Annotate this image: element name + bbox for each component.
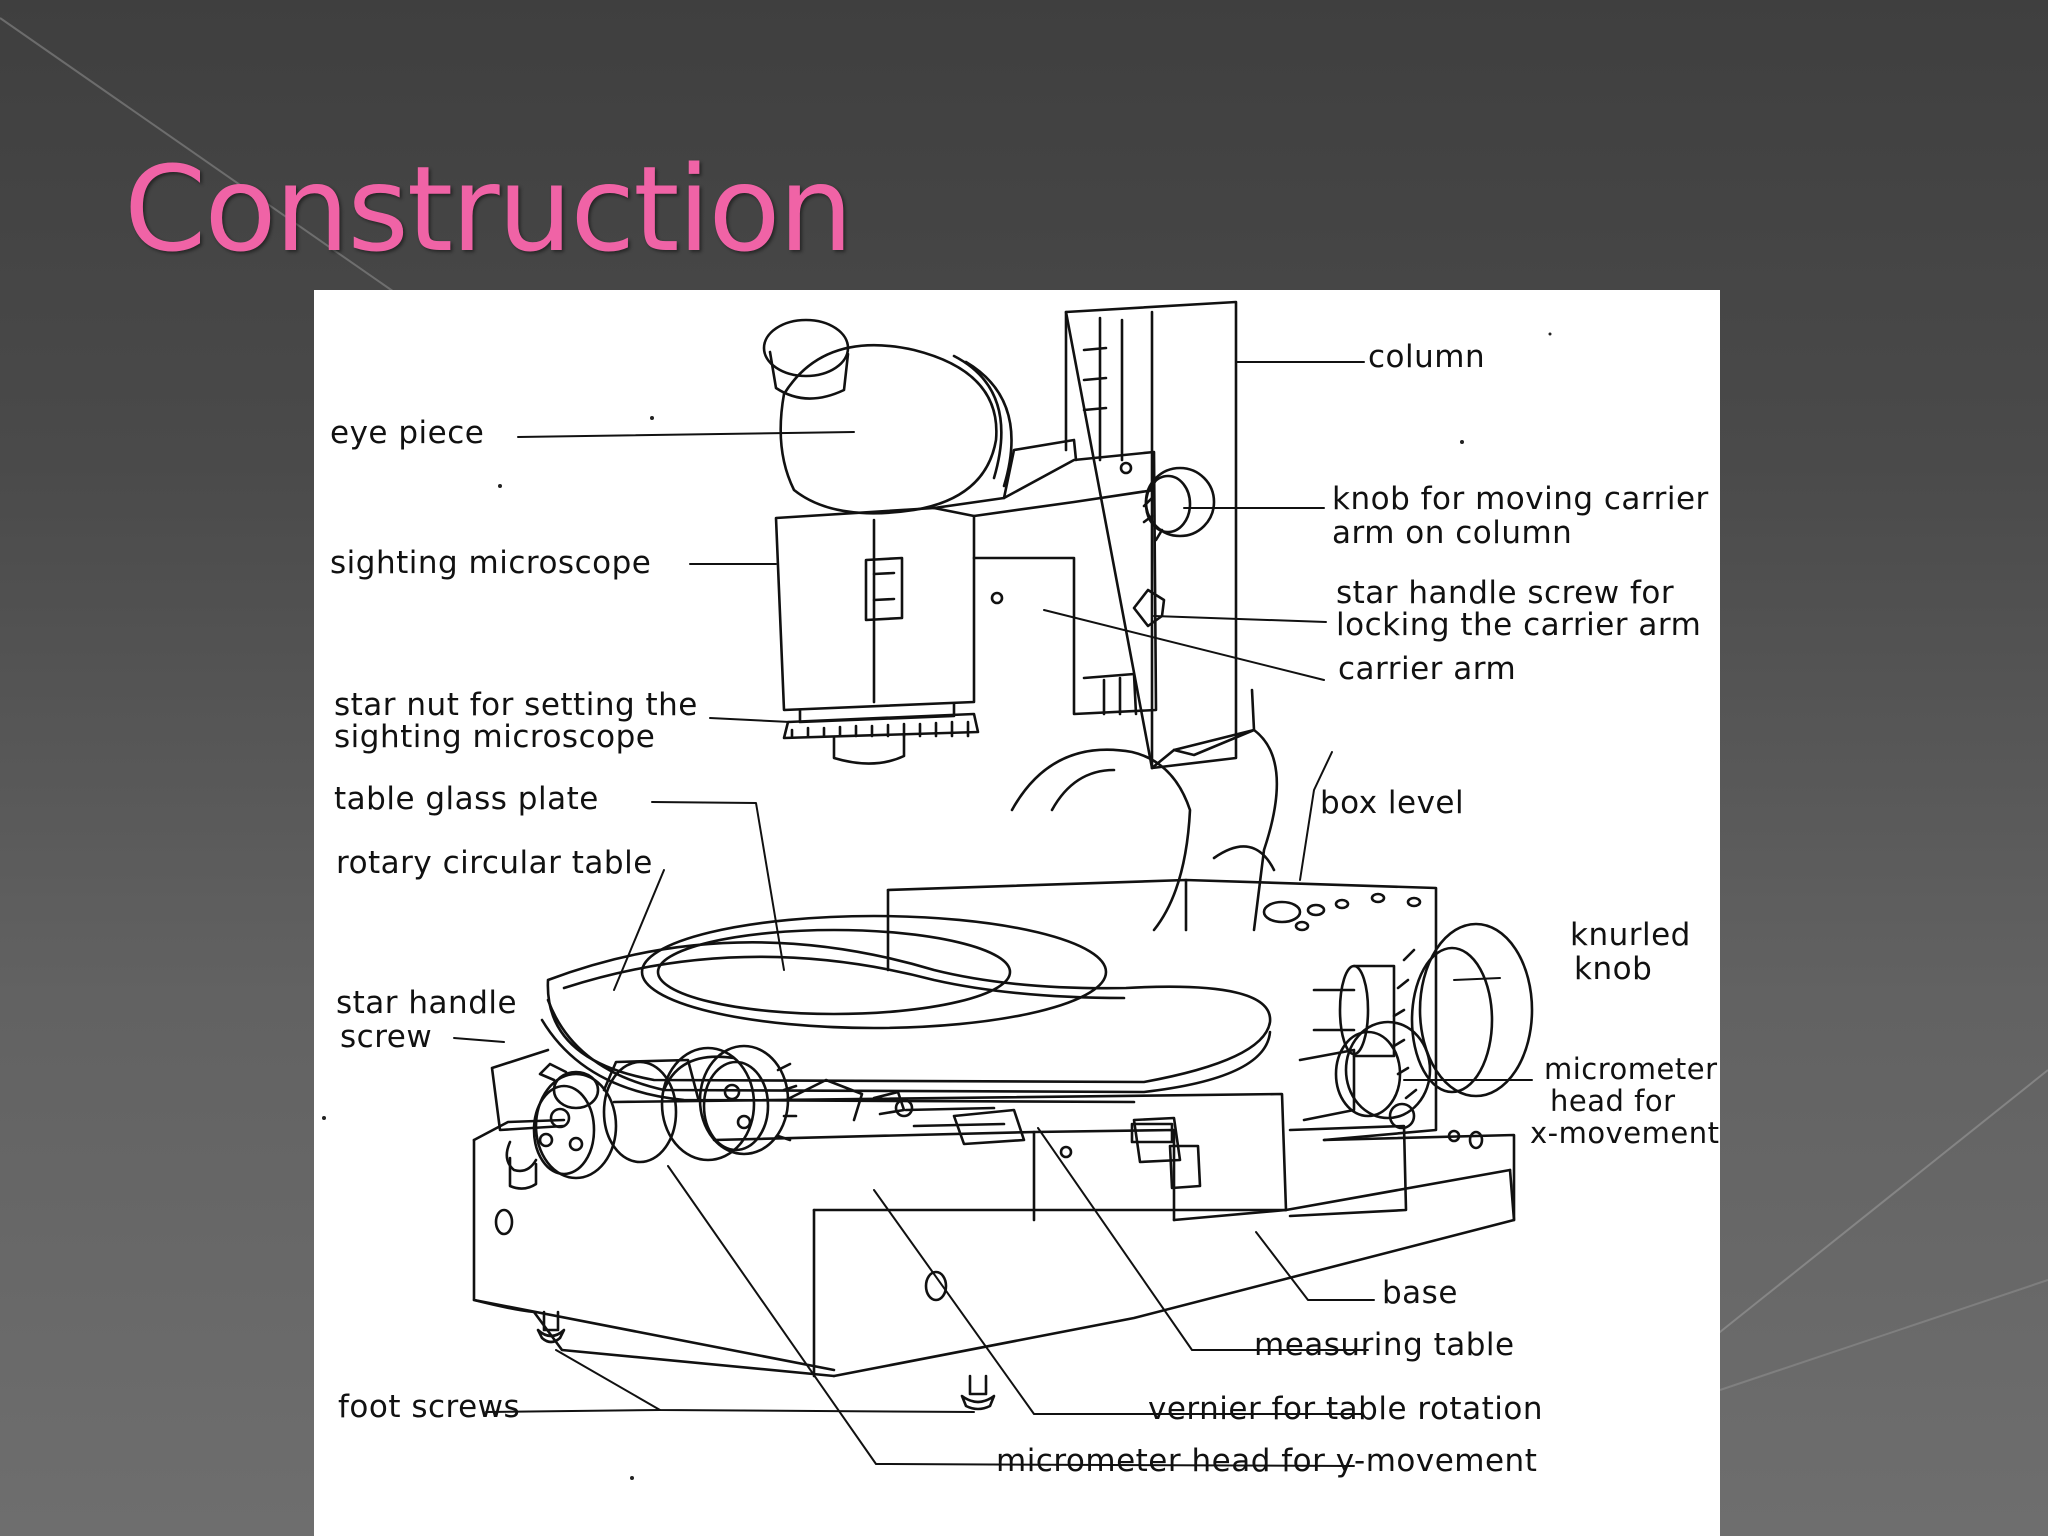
- column-base-drawing: [1010, 728, 1279, 932]
- foot-screws-drawing: [536, 1310, 996, 1411]
- label-rotary-circular-table: rotary circular table: [336, 845, 653, 881]
- leader-lines: [453, 361, 1533, 1467]
- column-drawing: [1064, 300, 1256, 770]
- label-table-glass-plate: table glass plate: [334, 781, 599, 817]
- tool-microscope-diagram: column eye piece sighting microscope kno…: [314, 290, 1720, 1536]
- label-star-handle-line1: star handle: [336, 985, 518, 1021]
- label-column: column: [1368, 339, 1486, 375]
- label-knurled-line2: knob: [1574, 951, 1653, 987]
- eyepiece-drawing: [762, 318, 1013, 515]
- label-star-nut-line2: sighting microscope: [334, 719, 656, 755]
- measuring-table-drawing: [490, 1048, 1461, 1222]
- carrier-arm-drawing: [932, 438, 1158, 716]
- label-star-nut-line1: star nut for setting the: [334, 687, 698, 723]
- label-foot-screws: foot screws: [338, 1389, 521, 1425]
- knurled-knob-drawing: [1312, 922, 1534, 1100]
- rotary-table-drawing: [540, 914, 1272, 1104]
- label-micrometer-y: micrometer head for y-movement: [996, 1443, 1538, 1479]
- label-sighting-microscope: sighting microscope: [330, 545, 652, 581]
- label-micrometer-x-line3: x-movement: [1530, 1116, 1720, 1150]
- label-star-handle-line2: screw: [340, 1019, 433, 1055]
- micrometer-x-drawing: [1288, 1020, 1432, 1218]
- label-eye-piece: eye piece: [330, 415, 485, 451]
- column-star-screw-drawing: [1132, 588, 1166, 628]
- micrometer-y-drawing: [505, 1044, 914, 1190]
- label-knurled-line1: knurled: [1570, 917, 1691, 953]
- label-carrier-arm: carrier arm: [1338, 651, 1517, 687]
- label-measuring-table: measuring table: [1254, 1327, 1515, 1363]
- label-micrometer-x-line2: head for: [1550, 1084, 1676, 1118]
- label-vernier: vernier for table rotation: [1148, 1391, 1543, 1427]
- base-drawing: [472, 1118, 1516, 1378]
- label-box-level: box level: [1320, 785, 1465, 821]
- label-base: base: [1382, 1275, 1458, 1311]
- slide-title: Construction: [124, 140, 853, 278]
- label-star-screw-line2: locking the carrier arm: [1336, 607, 1702, 643]
- column-knob-drawing: [1142, 466, 1216, 542]
- label-micrometer-x-line1: micrometer: [1544, 1052, 1718, 1086]
- scan-specks: [322, 332, 1552, 1480]
- label-knob-carrier-line2: arm on column: [1332, 515, 1573, 551]
- microscope-drawing: [322, 300, 1552, 1480]
- label-knob-carrier-line1: knob for moving carrier: [1332, 481, 1709, 517]
- sighting-microscope-drawing: [774, 506, 980, 765]
- label-star-screw-line1: star handle screw for: [1336, 575, 1675, 611]
